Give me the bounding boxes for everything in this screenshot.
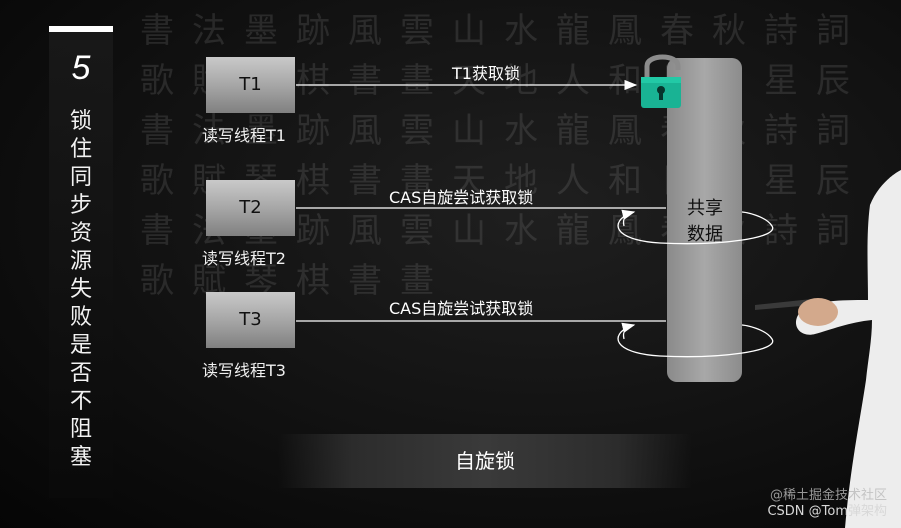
presenter-figure xyxy=(755,170,901,528)
banner-title: 自旋锁 xyxy=(278,434,692,488)
watermark-line-2: CSDN @Tom弹架构 xyxy=(767,504,887,520)
spin-loop-t2 xyxy=(618,212,773,244)
watermark: @稀土掘金技术社区 CSDN @Tom弹架构 xyxy=(767,488,887,520)
lock-icon xyxy=(641,57,681,108)
spin-loop-t3 xyxy=(618,325,773,357)
watermark-line-1: @稀土掘金技术社区 xyxy=(767,488,887,504)
